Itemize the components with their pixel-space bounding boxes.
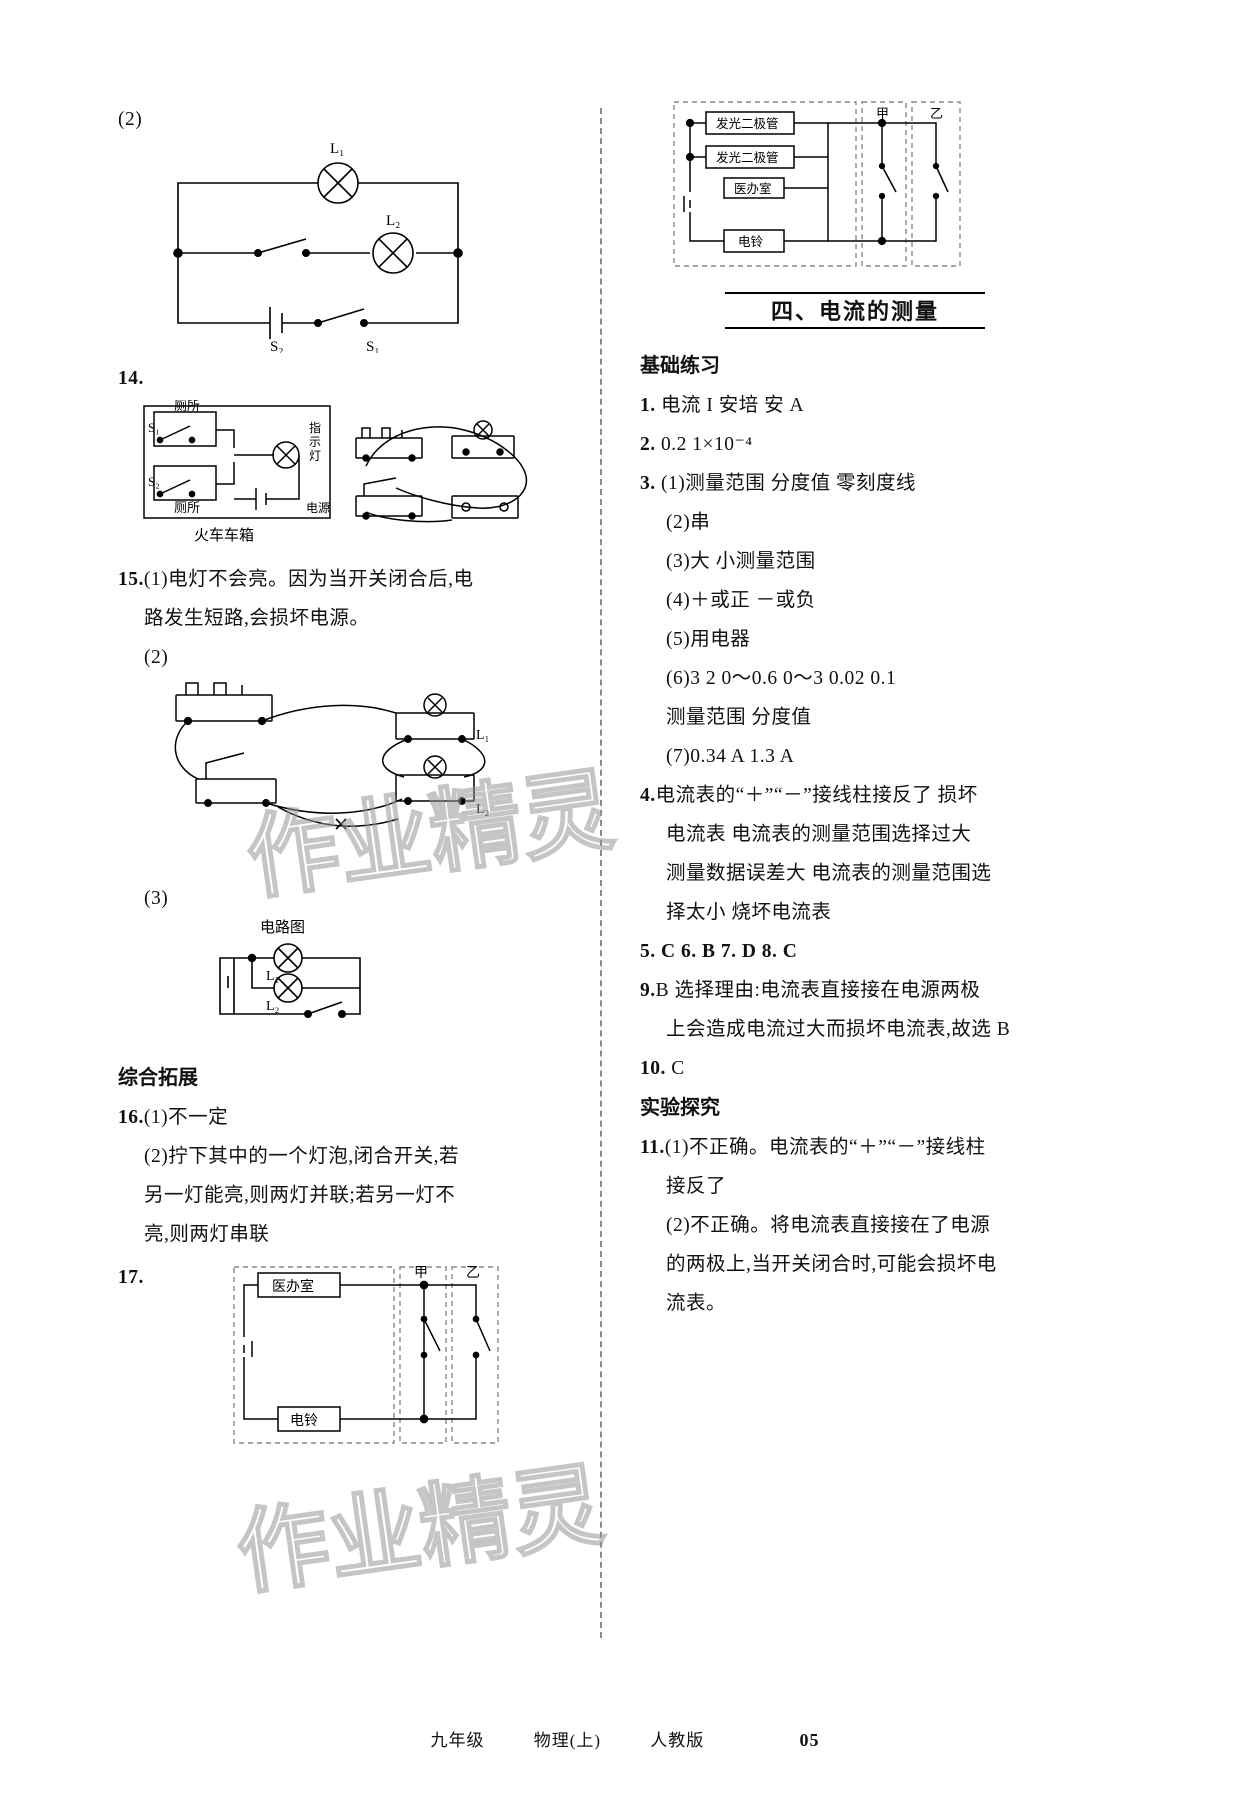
q16-line1: 16.(1)不一定	[118, 1107, 229, 1128]
answer-item-1: 1. 电流 I 安培 安 A	[640, 395, 805, 416]
q11-line4: 的两极上,当开关闭合时,可能会损坏电	[666, 1254, 997, 1275]
label-toilet-1: 厕所	[174, 400, 200, 414]
q15-sub3: (3)	[144, 888, 169, 909]
label-switch-s1: S₁	[366, 339, 380, 353]
label-lamp-l2: L₂	[386, 213, 400, 229]
answer-item-3-3: (3)大 小测量范围	[666, 551, 816, 572]
label-power: 电源	[306, 501, 330, 515]
answer-item-3-6: (6)3 2 0～0.6 0～3 0.02 0.1	[666, 668, 897, 689]
q4-line1: 4.电流表的“＋”“－”接线柱接反了 损坏	[640, 785, 978, 806]
q9-line2: 上会造成电流过大而损坏电流表,故选 B	[666, 1019, 1011, 1040]
q9-line1: 9.B 选择理由:电流表直接接在电源两极	[640, 980, 981, 1001]
label-top-bell: 电铃	[738, 234, 764, 249]
figure-top-right: 发光二极管 发光二极管 医办室 电铃 甲 乙	[668, 96, 1070, 276]
answers-5-to-8: 5. C 6. B 7. D 8. C	[640, 941, 798, 962]
column-divider	[600, 108, 602, 1638]
label-toilet-2: 厕所	[174, 501, 200, 516]
label-q15c-l1: L₁	[266, 969, 279, 984]
footer-page-number: 05	[799, 1730, 820, 1750]
q16-line2: (2)拧下其中的一个灯泡,闭合开关,若	[144, 1146, 459, 1167]
q16-line3: 另一灯能亮,则两灯并联;若另一灯不	[144, 1185, 456, 1206]
q4-line3: 测量数据误差大 电流表的测量范围选	[666, 863, 992, 884]
figure-q14-train: 厕所 厕所 S₁ S₂ 指 示 灯 电源 火车车箱	[134, 400, 548, 550]
section-comprehensive: 综合拓展	[118, 1067, 198, 1089]
item-2-label: (2)	[118, 109, 143, 130]
section-experiment: 实验探究	[640, 1097, 720, 1119]
label-q15c-l2: L₂	[266, 999, 280, 1014]
caption-train: 火车车箱	[194, 526, 254, 544]
answer-item-3-7: (7)0.34 A 1.3 A	[666, 746, 795, 767]
q15-line1: 15.(1)电灯不会亮。因为当开关闭合后,电	[118, 569, 474, 590]
answer-item-3-2: (2)串	[666, 512, 711, 533]
answer-item-3-4: (4)＋或正 －或负	[666, 590, 816, 611]
q15-line2: 路发生短路,会损坏电源。	[144, 608, 370, 629]
answer-item-3-6b: 测量范围 分度值	[666, 707, 812, 728]
label-led-1: 发光二极管	[716, 116, 779, 131]
label-switch-s2: S₂	[270, 339, 284, 353]
answer-item-3: 3. (1)测量范围 分度值 零刻度线	[640, 473, 916, 494]
figure-circuit-2: L₁ L₂ S₂ S₁	[158, 143, 548, 353]
page-footer: 九年级 物理(上) 人教版 05	[0, 1726, 1250, 1751]
label-q17-clinic: 医办室	[272, 1278, 314, 1295]
label-switch-s2-14: S₂	[148, 474, 160, 489]
q10: 10. C	[640, 1058, 685, 1079]
q4-line2: 电流表 电流表的测量范围选择过大	[666, 824, 972, 845]
svg-text:示: 示	[309, 435, 321, 449]
section-basic-practice: 基础练习	[640, 355, 720, 377]
label-q17-jia: 甲	[414, 1265, 428, 1281]
footer-publisher: 人教版	[650, 1731, 705, 1750]
q14-number: 14.	[118, 368, 144, 389]
q4-line4: 择太小 烧坏电流表	[666, 902, 832, 923]
label-q15-l1: L₁	[476, 728, 489, 743]
label-led-2: 发光二极管	[716, 150, 779, 165]
figure-q15-3: 电路图	[208, 918, 548, 1048]
label-circuit-diagram: 电路图	[260, 918, 305, 936]
q15-sub2: (2)	[144, 647, 169, 668]
figure-q15-2: L₁ L₂	[158, 679, 548, 849]
answer-item-3-5: (5)用电器	[666, 629, 751, 650]
label-q17-bell: 电铃	[290, 1413, 318, 1429]
label-lamp-l1: L₁	[330, 143, 344, 157]
chapter-title: 四、电流的测量	[640, 292, 1070, 329]
q17-number: 17.	[118, 1267, 144, 1288]
svg-text:灯: 灯	[309, 449, 321, 463]
label-switch-s1-14: S₁	[148, 420, 160, 435]
q16-line4: 亮,则两灯串联	[144, 1224, 270, 1245]
figure-q17: 医办室 电铃 甲 乙	[228, 1259, 548, 1459]
q11-line3: (2)不正确。将电流表直接接在了电源	[666, 1215, 991, 1236]
label-indicator: 指	[309, 420, 321, 435]
q11-line2: 接反了	[666, 1176, 727, 1197]
q11-line1: 11.(1)不正确。电流表的“＋”“－”接线柱	[640, 1137, 986, 1158]
q16-number: 16.	[118, 1107, 144, 1128]
answer-item-2: 2. 0.2 1×10⁻⁴	[640, 434, 753, 455]
left-column: (2)	[118, 100, 548, 1459]
right-column: 发光二极管 发光二极管 医办室 电铃 甲 乙 四、电流的测量 基础练习 1. 电…	[640, 96, 1070, 1323]
footer-subject: 物理(上)	[533, 1731, 602, 1750]
label-q15-l2: L₂	[476, 802, 490, 817]
q15-number: 15.	[118, 569, 144, 590]
footer-grade: 九年级	[430, 1731, 485, 1750]
q11-line5: 流表。	[666, 1293, 727, 1314]
label-top-jia: 甲	[876, 107, 889, 122]
label-q17-yi: 乙	[466, 1265, 480, 1281]
label-top-clinic: 医办室	[734, 181, 772, 196]
label-top-yi: 乙	[930, 107, 943, 122]
